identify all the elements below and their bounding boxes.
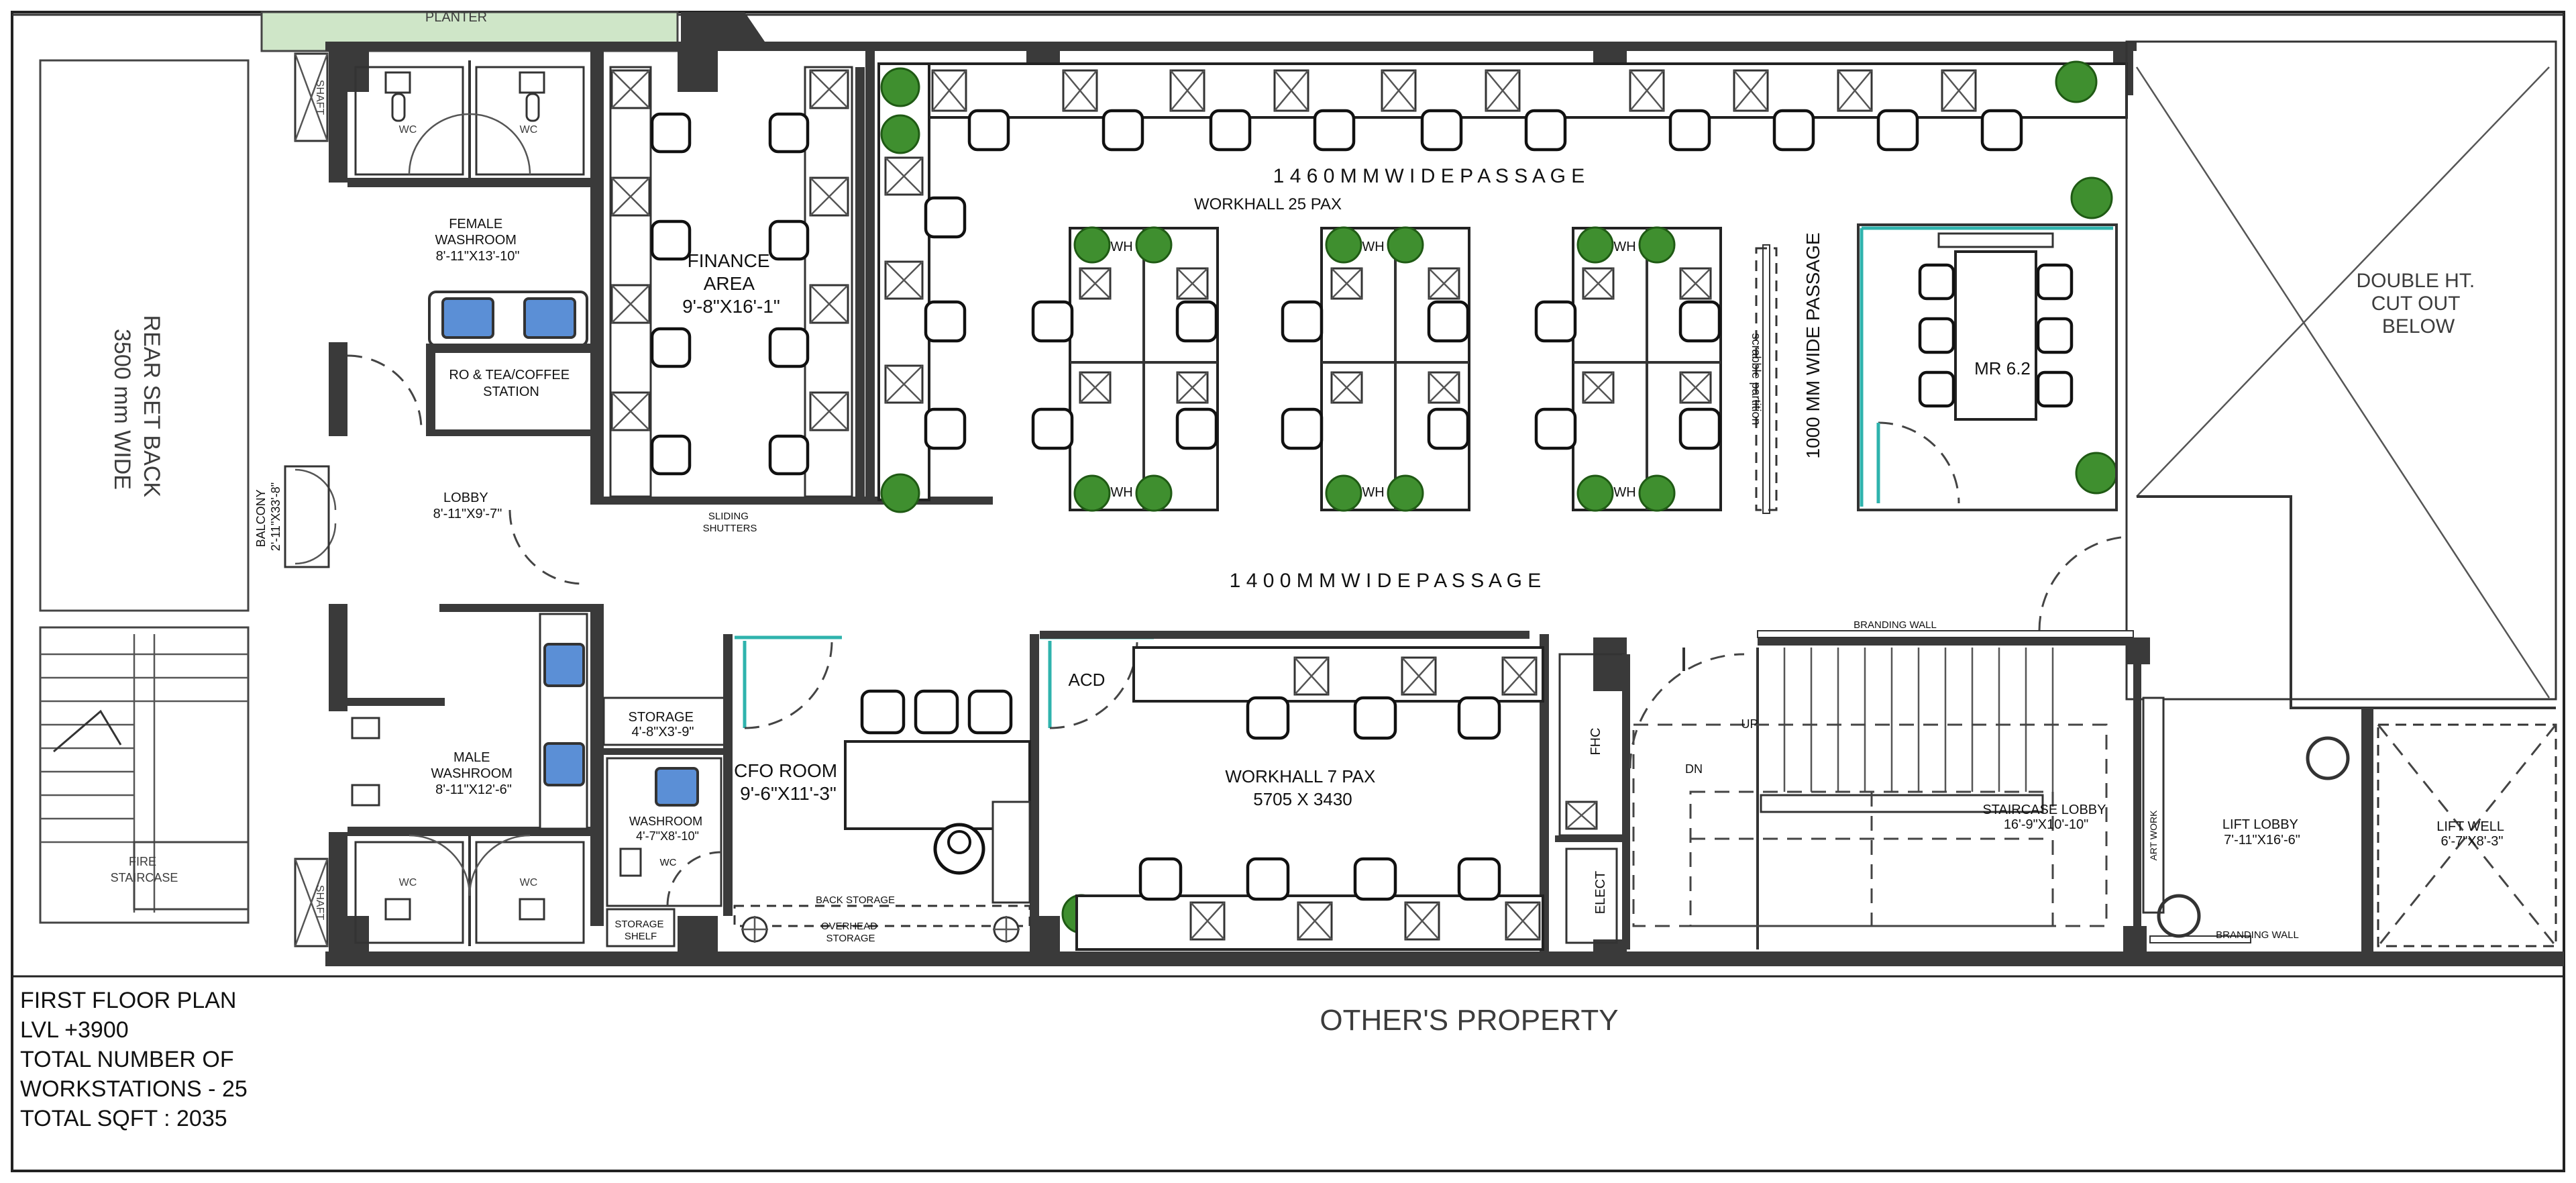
lift-lobby-label: LIFT LOBBY 7'-11"X16'-6" <box>2222 817 2302 847</box>
workhall-25-top-x-boxes <box>884 69 1977 404</box>
balcony-label: BALCONY 2'-11"X33'-8" <box>254 482 282 551</box>
legend-line: LVL +3900 <box>20 1017 129 1043</box>
rear-set-back-label: REAR SET BACK 3500 mm WIDE <box>109 315 164 504</box>
ro-station-label: RO & TEA/COFFEE STATION <box>449 368 573 399</box>
lift-well <box>2377 723 2557 947</box>
legend-line: TOTAL SQFT : 2035 <box>20 1106 227 1131</box>
back-storage-label: BACK STORAGE <box>816 894 895 906</box>
planter-corner-wall <box>681 12 765 42</box>
workhall-25-label: WORKHALL 25 PAX <box>1194 195 1342 213</box>
column <box>329 916 369 966</box>
lobby-label: LOBBY 8'-11"X9'-7" <box>433 491 502 521</box>
lift-well-label: LIFT WELL 6'-7"X8'-3" <box>2436 819 2508 849</box>
lift-lobby <box>2157 708 2373 956</box>
lobby-door-swing <box>508 509 584 585</box>
outer-wall-left-low <box>329 604 347 711</box>
legend-line: FIRST FLOOR PLAN <box>20 988 236 1013</box>
wc-label: WC <box>520 877 538 888</box>
workhall-7-chairs <box>1138 696 1501 901</box>
column <box>1030 916 1060 966</box>
female-washroom-label: FEMALE WASHROOM 8'-11"X13'-10" <box>435 217 520 264</box>
wh-label: WH <box>1110 485 1132 500</box>
washroom-small-label: WASHROOM 4'-7"X8'-10" <box>629 815 706 843</box>
shaft-label: SHAFT <box>314 80 325 115</box>
wc-label: WC <box>399 124 417 136</box>
shaft-label: SHAFT <box>314 885 325 921</box>
scrabble-partition-label: scrabble partition <box>1750 333 1763 425</box>
storage-label: STORAGE 4'-8"X3'-9" <box>629 710 698 739</box>
column <box>678 916 718 966</box>
wh-label: WH <box>1613 485 1635 500</box>
male-washroom-label: MALE WASHROOM 8'-11"X12'-6" <box>431 750 516 797</box>
column <box>1593 637 1627 691</box>
plan-legend: FIRST FLOOR PLAN LVL +3900 TOTAL NUMBER … <box>20 988 248 1131</box>
wc-label: WC <box>399 877 417 888</box>
sheet-border <box>11 11 2565 1172</box>
column <box>678 42 718 92</box>
wh-label: WH <box>1362 240 1384 254</box>
wc-label: WC <box>520 124 538 136</box>
rear-set-back <box>39 59 250 612</box>
passage-mid-label: 1 4 0 0 M M W I D E P A S S A G E <box>1230 570 1542 592</box>
fire-staircase <box>39 626 250 924</box>
meeting-room-label: MR 6.2 <box>1974 358 2031 378</box>
stair-dn-label: DN <box>1685 762 1703 776</box>
scrabble-partition <box>1755 247 1778 511</box>
outer-wall-top <box>325 42 2137 51</box>
storage-shelf-label: STORAGE SHELF <box>614 919 666 942</box>
planter-label: PLANTER <box>425 10 487 25</box>
branding-wall-2-label: BRANDING WALL <box>2216 929 2299 941</box>
outer-wall-bottom <box>325 951 2564 966</box>
acd-label: ACD <box>1069 670 1106 690</box>
storage-room <box>602 697 726 947</box>
cluster-chairs <box>1031 300 1721 450</box>
overhead-storage-markers <box>741 916 1020 943</box>
legend-line: TOTAL NUMBER OF <box>20 1047 234 1072</box>
cfo-room <box>723 634 1039 927</box>
workhall-7-label: WORKHALL 7 PAX 5705 X 3430 <box>1225 766 1380 809</box>
male-washroom <box>347 604 604 946</box>
others-property-label: OTHER'S PROPERTY <box>1320 1004 1618 1037</box>
outer-wall-left-mid <box>329 342 347 436</box>
column <box>2123 926 2147 966</box>
branding-wall-label: BRANDING WALL <box>1854 619 1937 631</box>
shaft-top <box>294 52 329 142</box>
staircase-lobby-label: STAIRCASE LOBBY 16'-9"X10'-10" <box>1982 803 2109 832</box>
overhead-storage-label: OVERHEAD STORAGE <box>821 921 880 944</box>
double-height-label: DOUBLE HT. CUT OUT BELOW <box>2356 270 2480 338</box>
finance-x-boxes <box>610 69 849 431</box>
staircase-lobby <box>1629 630 2251 949</box>
legend-line: WORKSTATIONS - 25 <box>20 1076 248 1102</box>
cluster-x-boxes <box>1079 267 1712 404</box>
passage-vertical-label: 1000 MM WIDE PASSAGE <box>1803 232 1823 458</box>
meeting-room <box>1857 223 2118 511</box>
lobby-door-swing <box>347 354 423 430</box>
double-height-cutout <box>2038 40 2557 709</box>
sliding-shutters-label: SLIDING SHUTTERS <box>703 511 757 534</box>
wh-label: WH <box>1110 240 1132 254</box>
fhc-elect <box>1555 653 1630 949</box>
stair-up-label: UP <box>1741 717 1758 731</box>
wh-label: WH <box>1613 240 1635 254</box>
art-work-label: ART WORK <box>2148 810 2159 861</box>
finance-chairs <box>650 112 810 476</box>
fhc-label: FHC <box>1589 727 1603 755</box>
shaft-bottom <box>294 858 329 947</box>
workstation-cluster <box>1069 227 1722 511</box>
workhall-7-x-boxes <box>1189 656 1541 941</box>
workhall-25-top-chairs <box>924 109 2023 450</box>
female-washroom <box>347 42 604 498</box>
balcony-door <box>294 468 337 565</box>
cfo-room-label: CFO ROOM 9'-6"X11'-3" <box>734 760 843 804</box>
column <box>1593 939 1627 966</box>
wc-label: WC <box>660 857 677 868</box>
wh-label: WH <box>1362 485 1384 500</box>
balcony-door-frame <box>284 465 330 568</box>
elect-label: ELECT <box>1593 871 1608 914</box>
partition-bar <box>1762 244 1770 514</box>
finance-area-label: FINANCE AREA 9'-8"X16'-1" <box>682 250 780 317</box>
fire-staircase-label: FIRE STAIRCASE <box>111 855 178 884</box>
passage-top-label: 1 4 6 0 M M W I D E P A S S A G E <box>1273 165 1585 187</box>
